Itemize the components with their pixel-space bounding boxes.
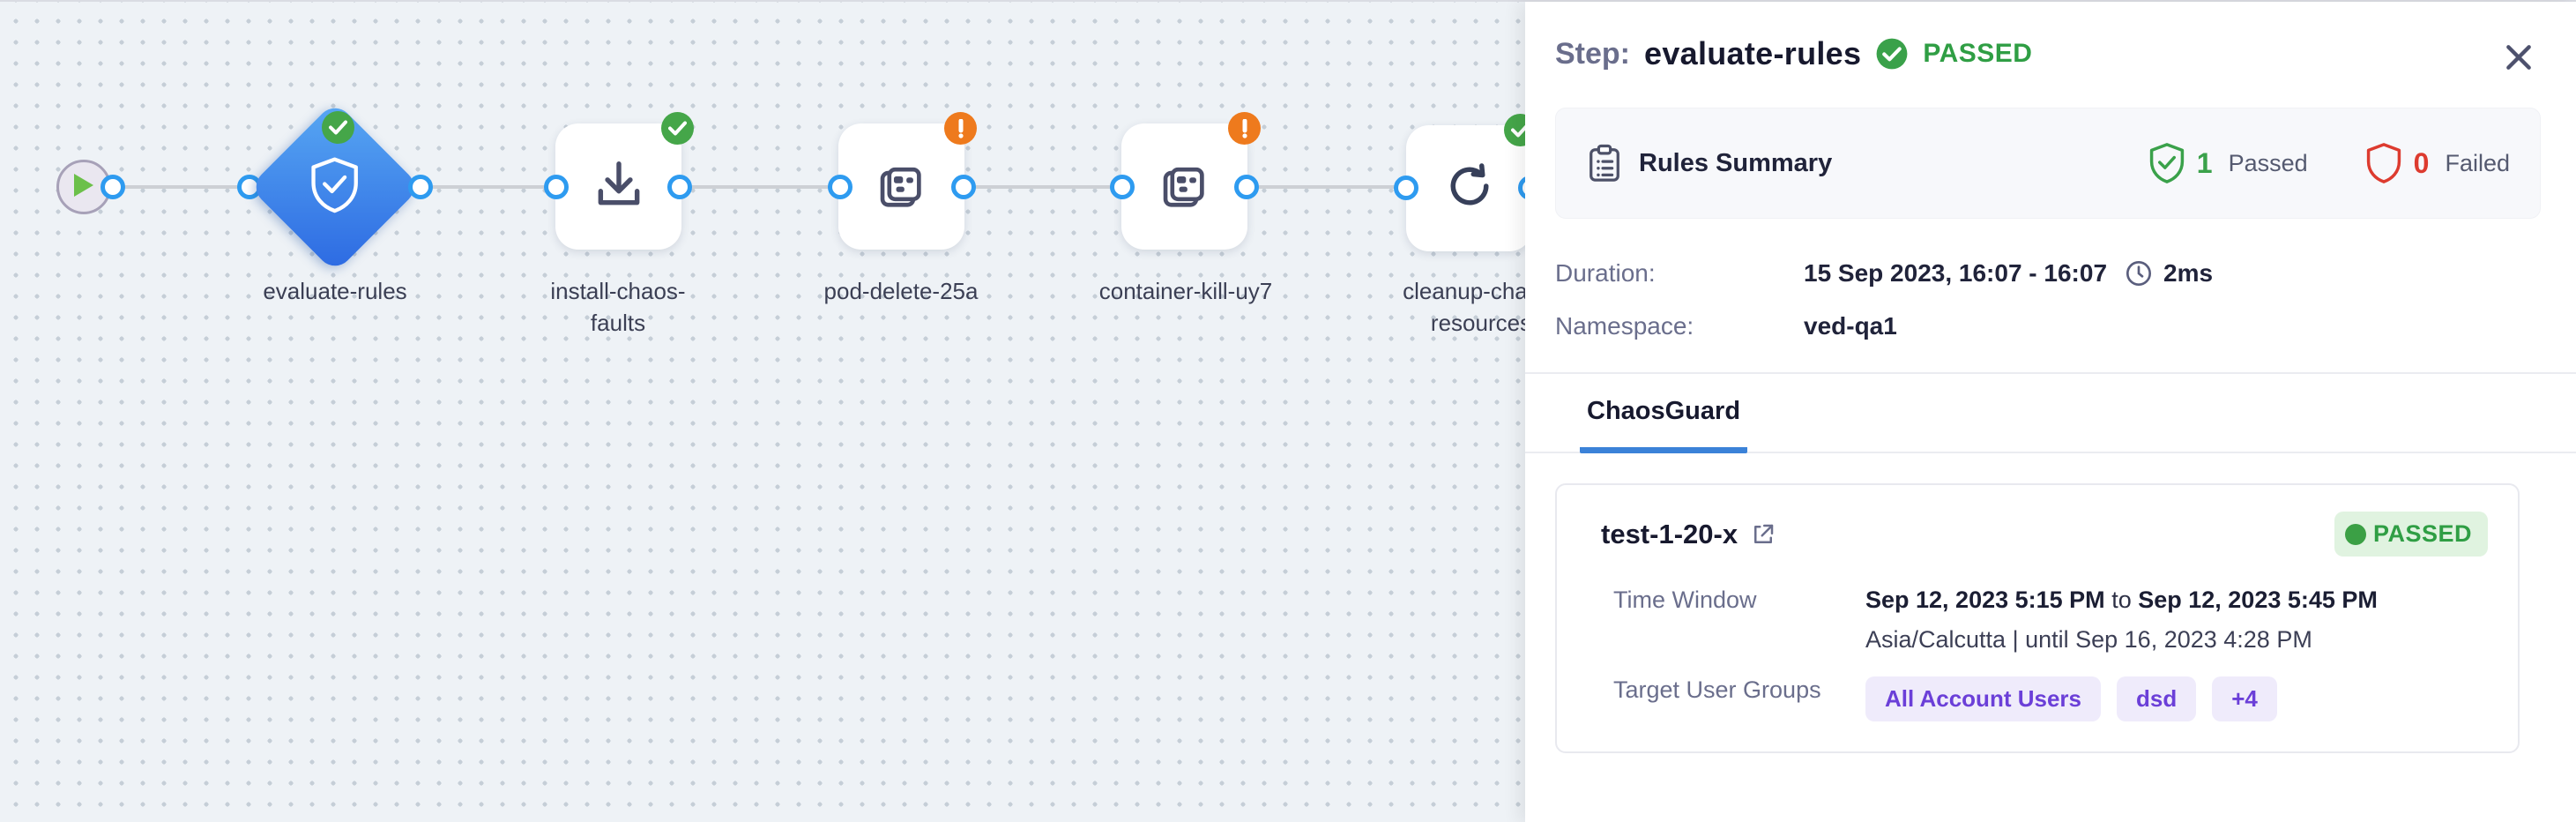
passed-stat: 1 Passed bbox=[2148, 142, 2308, 184]
tabs-bar: ChaosGuard bbox=[1525, 372, 2576, 453]
connector-port bbox=[544, 175, 569, 199]
namespace-row: Namespace: ved-qa1 bbox=[1555, 312, 2541, 340]
node-cleanup-chaos-resources[interactable] bbox=[1406, 125, 1532, 251]
refresh-icon bbox=[1443, 160, 1496, 217]
edge bbox=[1247, 185, 1405, 189]
clipboard-icon bbox=[1586, 143, 1623, 183]
play-icon bbox=[72, 172, 95, 203]
node-label: evaluate-rules bbox=[263, 278, 407, 304]
time-window-label: Time Window bbox=[1613, 587, 1757, 613]
connector-port bbox=[1394, 176, 1418, 200]
time-window-from: Sep 12, 2023 5:15 PM bbox=[1865, 587, 2105, 613]
shield-red-icon bbox=[2364, 142, 2403, 184]
step-prefix: Step: bbox=[1555, 36, 1630, 71]
edge bbox=[113, 185, 249, 189]
node-label: pod-delete-25a bbox=[823, 278, 979, 304]
edge bbox=[681, 185, 840, 189]
chaos-fault-icon bbox=[1158, 157, 1212, 216]
node-pod-delete-25a[interactable] bbox=[838, 123, 964, 250]
node-install-chaos-faults[interactable] bbox=[555, 123, 681, 250]
rule-name: test-1-20-x bbox=[1601, 518, 1738, 549]
namespace-label: Namespace: bbox=[1555, 312, 1694, 340]
step-status-label: PASSED bbox=[1923, 39, 2033, 68]
status-warning-badge bbox=[1228, 112, 1261, 145]
edge bbox=[964, 185, 1122, 189]
rules-summary-title: Rules Summary bbox=[1639, 148, 1833, 177]
status-warning-badge bbox=[944, 112, 977, 145]
node-label: container-kill-uy7 bbox=[1098, 278, 1273, 304]
user-group-overflow-chip[interactable]: +4 bbox=[2212, 676, 2277, 721]
connector-port bbox=[1234, 175, 1259, 199]
duration-ms: 2ms bbox=[2163, 259, 2214, 287]
chaos-fault-icon bbox=[875, 157, 929, 216]
tab-chaosguard[interactable]: ChaosGuard bbox=[1580, 397, 1748, 453]
connector-port bbox=[828, 175, 852, 199]
duration-label: Duration: bbox=[1555, 259, 1656, 287]
node-label: install-chaos- faults bbox=[550, 278, 686, 336]
node-container-kill-uy7[interactable] bbox=[1121, 123, 1247, 250]
failed-stat: 0 Failed bbox=[2364, 142, 2510, 184]
pipeline-canvas[interactable]: evaluate-rules install-chaos- faults bbox=[0, 2, 1560, 822]
connector-port bbox=[951, 175, 976, 199]
green-dot-icon bbox=[2344, 523, 2366, 545]
check-circle-icon bbox=[1875, 37, 1909, 71]
chaosguard-rule-card: test-1-20-x PASSED Time Window Sep 12, 2… bbox=[1555, 483, 2520, 753]
connector-port bbox=[1110, 175, 1135, 199]
duration-value: 15 Sep 2023, 16:07 - 16:07 bbox=[1804, 259, 2108, 287]
clock-icon bbox=[2125, 259, 2153, 288]
rules-summary: Rules Summary 1 Passed bbox=[1555, 108, 2541, 219]
external-link-icon[interactable] bbox=[1750, 521, 1776, 548]
close-icon[interactable] bbox=[2495, 34, 2542, 81]
failed-count: 0 bbox=[2413, 146, 2430, 179]
failed-label: Failed bbox=[2445, 149, 2510, 176]
duration-row: Duration: 15 Sep 2023, 16:07 - 16:07 2ms bbox=[1555, 259, 2541, 288]
time-window-to-word: to bbox=[2111, 587, 2132, 613]
download-icon bbox=[592, 157, 646, 216]
connector-port bbox=[408, 175, 433, 199]
shield-check-green-icon bbox=[2148, 142, 2186, 184]
connector-port bbox=[101, 175, 125, 199]
namespace-value: ved-qa1 bbox=[1804, 312, 1897, 340]
passed-count: 1 bbox=[2196, 146, 2213, 179]
node-evaluate-rules[interactable] bbox=[249, 101, 421, 273]
target-user-groups-row: Target User Groups All Account Users dsd… bbox=[1587, 676, 2488, 721]
time-window-to: Sep 12, 2023 5:45 PM bbox=[2138, 587, 2378, 613]
user-group-chip[interactable]: dsd bbox=[2116, 676, 2197, 721]
timezone-line: Asia/Calcutta | until Sep 16, 2023 4:28 … bbox=[1865, 626, 2312, 653]
panel-header: Step: evaluate-rules PASSED bbox=[1555, 35, 2541, 72]
target-user-groups-label: Target User Groups bbox=[1613, 676, 1821, 703]
status-passed-badge bbox=[322, 111, 354, 144]
user-group-chip[interactable]: All Account Users bbox=[1865, 676, 2101, 721]
passed-label: Passed bbox=[2228, 149, 2308, 176]
time-window-row: Time Window Sep 12, 2023 5:15 PM to Sep … bbox=[1587, 587, 2488, 654]
step-details-panel: Step: evaluate-rules PASSED Rules Summar… bbox=[1525, 2, 2576, 822]
edge bbox=[421, 185, 557, 189]
status-passed-badge bbox=[661, 112, 694, 145]
connector-port bbox=[667, 175, 692, 199]
rule-status-badge: PASSED bbox=[2334, 512, 2488, 557]
step-title: evaluate-rules bbox=[1644, 35, 1862, 71]
shield-check-icon bbox=[308, 156, 362, 219]
